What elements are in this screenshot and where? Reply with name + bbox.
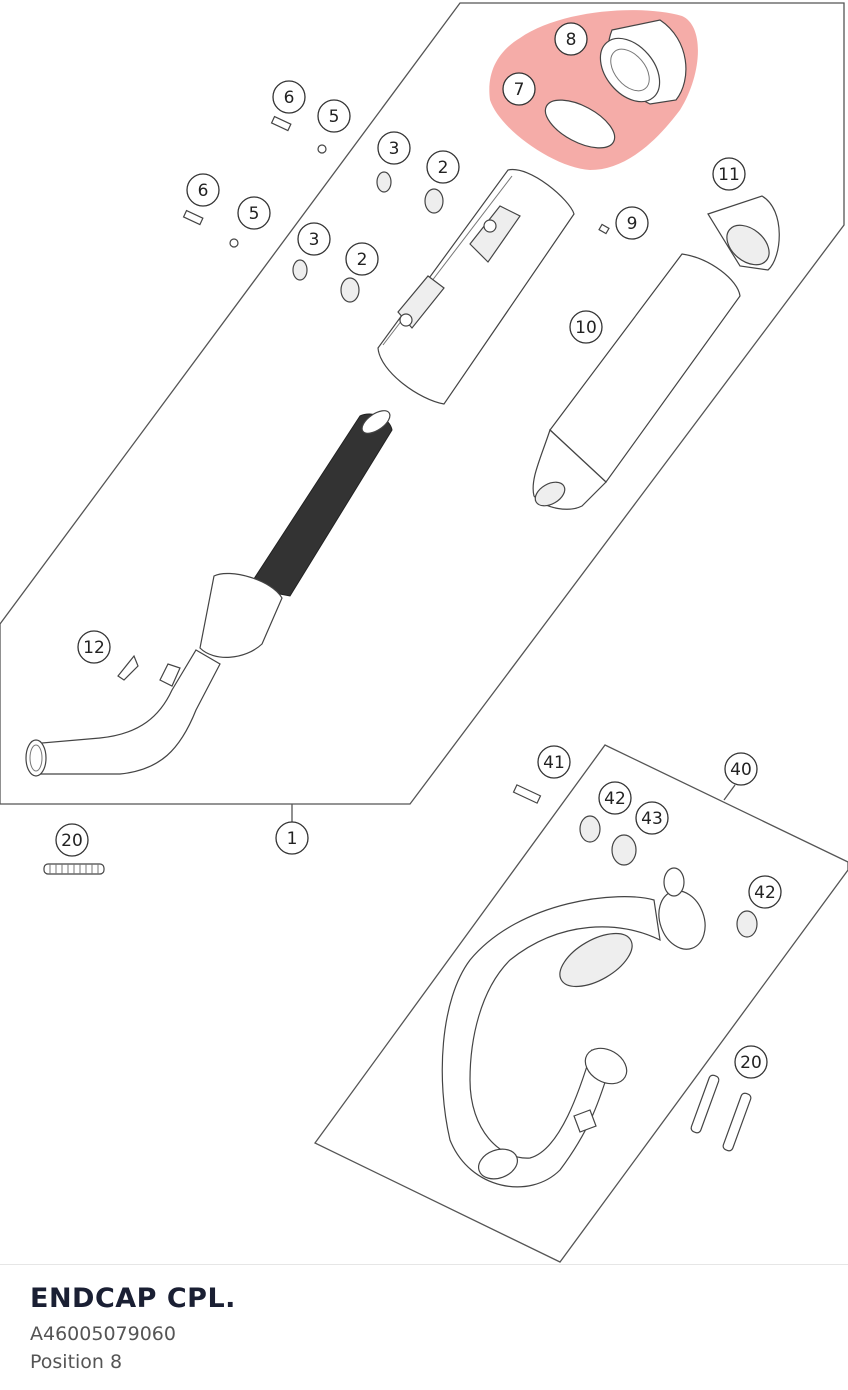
callout-circle — [426, 150, 460, 184]
gasket-part[interactable] — [538, 90, 622, 157]
callout-circle — [712, 157, 746, 191]
callout-7[interactable]: 7 — [502, 72, 536, 106]
bolt-part[interactable] — [270, 115, 292, 132]
callout-5[interactable]: 5 — [317, 99, 351, 133]
callout-41[interactable]: 41 — [537, 745, 571, 779]
callout-2[interactable]: 2 — [345, 242, 379, 276]
callout-circle — [748, 875, 782, 909]
callout-label: 11 — [718, 165, 740, 185]
callout-label: 1 — [287, 829, 298, 849]
header-leader-line — [723, 784, 736, 801]
callout-20[interactable]: 20 — [734, 1045, 768, 1079]
callout-label: 6 — [198, 181, 209, 201]
silencer-housing-part[interactable] — [377, 169, 575, 405]
callout-circle — [345, 242, 379, 276]
nut-part[interactable] — [611, 834, 637, 866]
callout-circle — [724, 752, 758, 786]
callout-label: 6 — [284, 88, 295, 108]
callout-circle — [317, 99, 351, 133]
callout-label: 7 — [514, 80, 525, 100]
callout-label: 3 — [389, 139, 400, 159]
callout-6[interactable]: 6 — [186, 173, 220, 207]
endcap-part[interactable] — [588, 19, 687, 113]
callout-3[interactable]: 3 — [297, 222, 331, 256]
header-assembly-frame — [314, 744, 848, 1263]
callout-11[interactable]: 11 — [712, 157, 746, 191]
callout-label: 9 — [627, 214, 638, 234]
washer-part[interactable] — [229, 238, 239, 248]
callout-circle — [77, 630, 111, 664]
callout-8[interactable]: 8 — [554, 22, 588, 56]
callout-circle — [537, 745, 571, 779]
callout-5[interactable]: 5 — [237, 196, 271, 230]
callout-circle — [598, 781, 632, 815]
spring-part[interactable] — [690, 1074, 752, 1152]
callout-label: 12 — [83, 638, 105, 658]
callout-circle — [554, 22, 588, 56]
silencer-sleeve-part[interactable] — [531, 253, 741, 511]
exhaust-pipe-part[interactable] — [25, 572, 283, 777]
callout-circle — [635, 801, 669, 835]
callout-6[interactable]: 6 — [272, 80, 306, 114]
callout-circle — [615, 206, 649, 240]
callout-circle — [377, 131, 411, 165]
callout-1[interactable]: 1 — [275, 821, 309, 855]
stud-part[interactable] — [512, 784, 542, 804]
callout-10[interactable]: 10 — [569, 310, 603, 344]
bolt-part[interactable] — [182, 209, 204, 226]
callout-circle — [275, 821, 309, 855]
callout-3[interactable]: 3 — [377, 131, 411, 165]
callout-circle — [297, 222, 331, 256]
callout-circle — [186, 173, 220, 207]
callout-43[interactable]: 43 — [635, 801, 669, 835]
perforated-core-part[interactable] — [247, 406, 394, 597]
callout-42[interactable]: 42 — [598, 781, 632, 815]
screw-part[interactable] — [598, 223, 610, 235]
callout-label: 5 — [249, 204, 260, 224]
callout-circle — [502, 72, 536, 106]
callout-label: 10 — [575, 318, 597, 338]
callout-label: 42 — [604, 789, 626, 809]
callout-40[interactable]: 40 — [724, 752, 758, 786]
callout-9[interactable]: 9 — [615, 206, 649, 240]
bushing-part[interactable] — [340, 277, 360, 303]
callout-circle — [569, 310, 603, 344]
callout-label: 41 — [543, 753, 565, 773]
callout-label: 20 — [61, 831, 83, 851]
main-assembly-frame — [0, 2, 845, 805]
washer-header-part[interactable] — [736, 910, 758, 938]
callout-20[interactable]: 20 — [55, 823, 89, 857]
callout-label: 42 — [754, 883, 776, 903]
callout-label: 20 — [740, 1053, 762, 1073]
callout-circle — [734, 1045, 768, 1079]
part-info-panel: ENDCAP CPL. A46005079060 Position 8 — [0, 1264, 848, 1390]
grommet-part[interactable] — [376, 171, 392, 193]
callout-circle — [272, 80, 306, 114]
bushing-part[interactable] — [424, 188, 444, 214]
callout-2[interactable]: 2 — [426, 150, 460, 184]
callout-circle — [55, 823, 89, 857]
callout-label: 2 — [357, 250, 368, 270]
callout-circle — [237, 196, 271, 230]
header-pipe-part[interactable] — [441, 867, 713, 1188]
callout-label: 8 — [566, 30, 577, 50]
grommet-part[interactable] — [292, 259, 308, 281]
clip-part[interactable] — [117, 654, 139, 681]
washer-header-part[interactable] — [579, 815, 601, 843]
callout-label: 5 — [329, 107, 340, 127]
callout-42[interactable]: 42 — [748, 875, 782, 909]
part-position: Position 8 — [30, 1351, 123, 1373]
endcap-alt-part[interactable] — [707, 195, 780, 273]
callout-label: 43 — [641, 809, 663, 829]
callout-12[interactable]: 12 — [77, 630, 111, 664]
spring-part[interactable] — [43, 863, 105, 875]
callout-label: 3 — [309, 230, 320, 250]
part-number: A46005079060 — [30, 1323, 176, 1345]
washer-part[interactable] — [317, 144, 327, 154]
callout-label: 2 — [438, 158, 449, 178]
part-name: ENDCAP CPL. — [30, 1283, 236, 1314]
callout-label: 40 — [730, 760, 752, 780]
